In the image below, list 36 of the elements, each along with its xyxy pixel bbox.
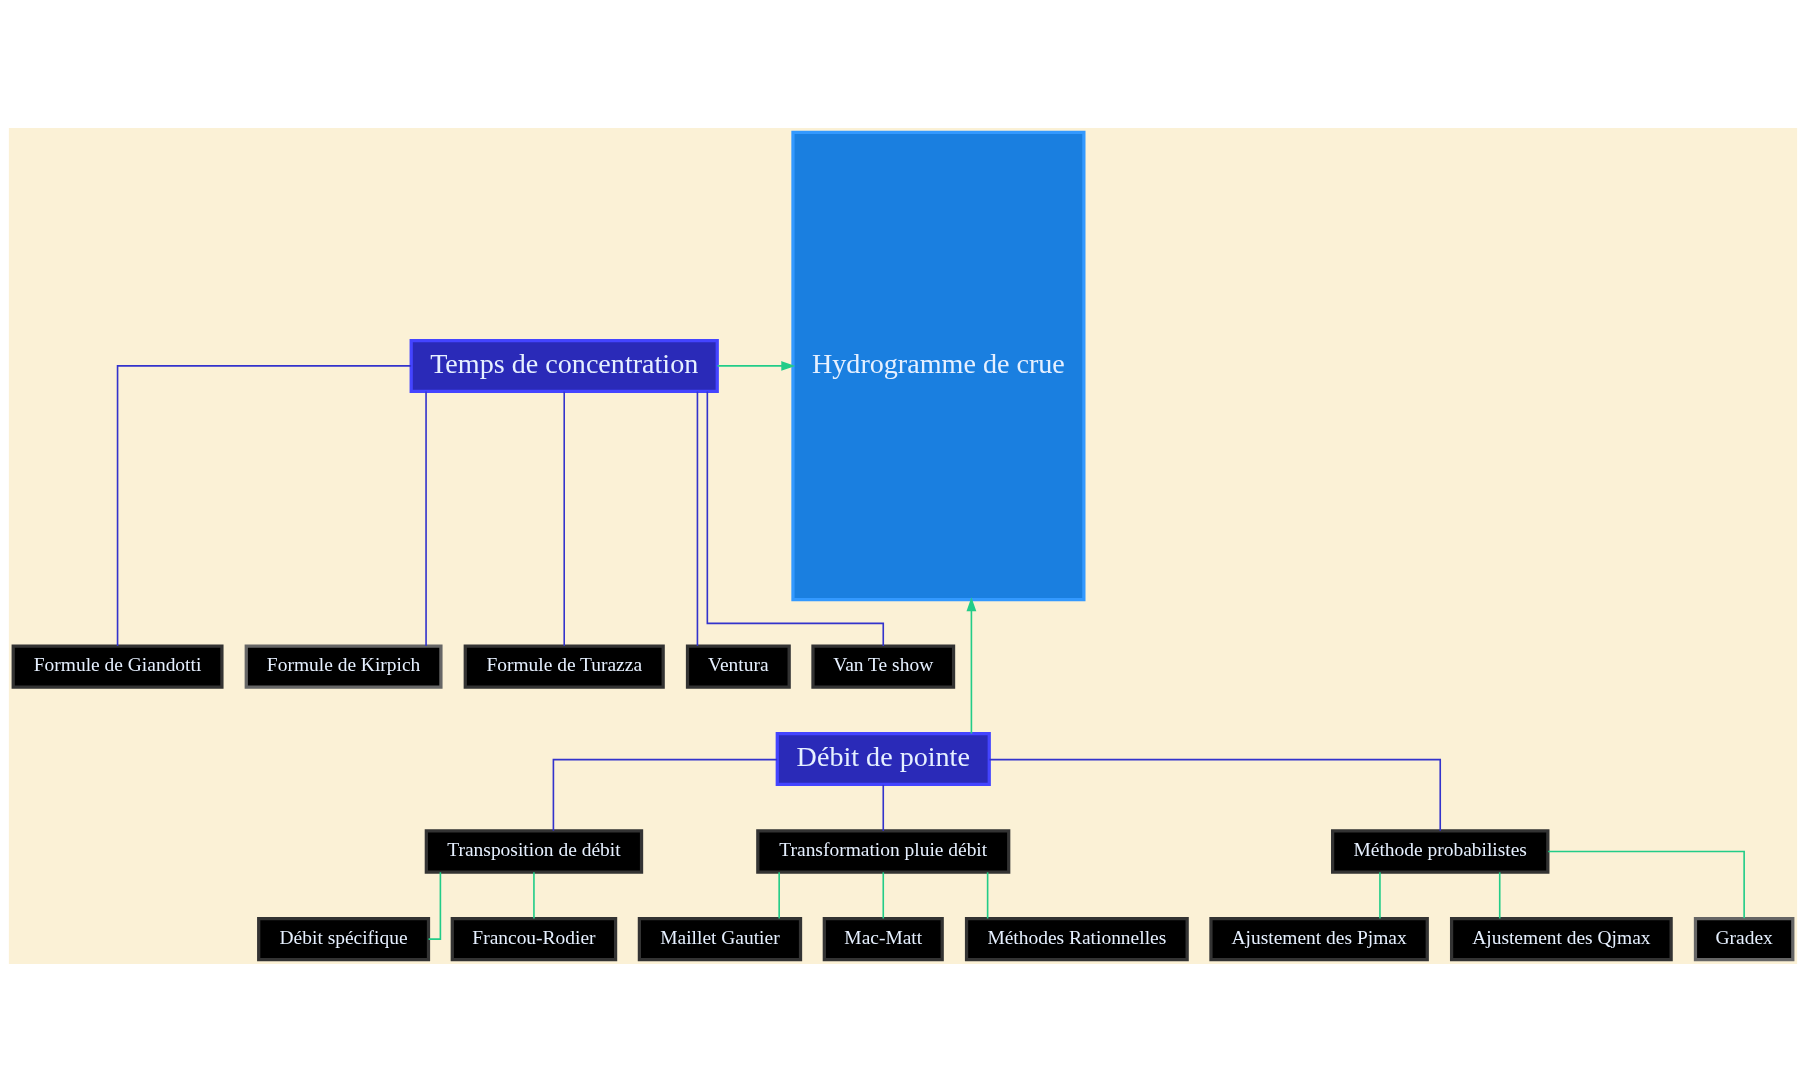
connector [778, 871, 780, 919]
node-box: Gradex [1693, 916, 1795, 961]
connector [1498, 871, 1501, 919]
connector [116, 364, 412, 647]
node-box: Débit spécifique [257, 916, 431, 961]
node-box: Transposition de débit [424, 828, 644, 874]
connector [1547, 850, 1745, 919]
connector [882, 783, 885, 832]
node-box: Hydrogramme de crue [791, 130, 1086, 601]
arrow [966, 596, 977, 734]
connector [533, 871, 535, 919]
node-box: Méthodes Rationnelles [964, 916, 1189, 961]
arrow [716, 360, 796, 371]
node-box: Ajustement des Pjmax [1209, 916, 1429, 961]
connector [696, 390, 699, 647]
node-box: Ajustement des Qjmax [1449, 916, 1673, 961]
node-box: Formule de Giandotti [11, 643, 224, 689]
node-box: Temps de concentration [409, 338, 719, 393]
node-box: Mac-Matt [822, 916, 944, 961]
node-box: Formule de Turazza [463, 643, 665, 689]
node-box: Méthode probabilistes [1331, 828, 1550, 874]
connector [425, 390, 427, 647]
node-box: Ventura [685, 643, 791, 689]
node-box: Débit de pointe [775, 731, 991, 786]
node-box: Maillet Gautier [637, 916, 803, 961]
connector [882, 871, 885, 919]
node-box: Van Te show [811, 643, 956, 689]
connector [1379, 871, 1381, 919]
connector [427, 871, 442, 940]
connector [552, 758, 778, 831]
node-box: Francou-Rodier [450, 916, 618, 961]
connector [563, 390, 566, 647]
connector [988, 758, 1442, 831]
node-box: Formule de Kirpich [244, 643, 443, 689]
connector [986, 871, 989, 919]
node-box: Transformation pluie débit [756, 828, 1011, 874]
